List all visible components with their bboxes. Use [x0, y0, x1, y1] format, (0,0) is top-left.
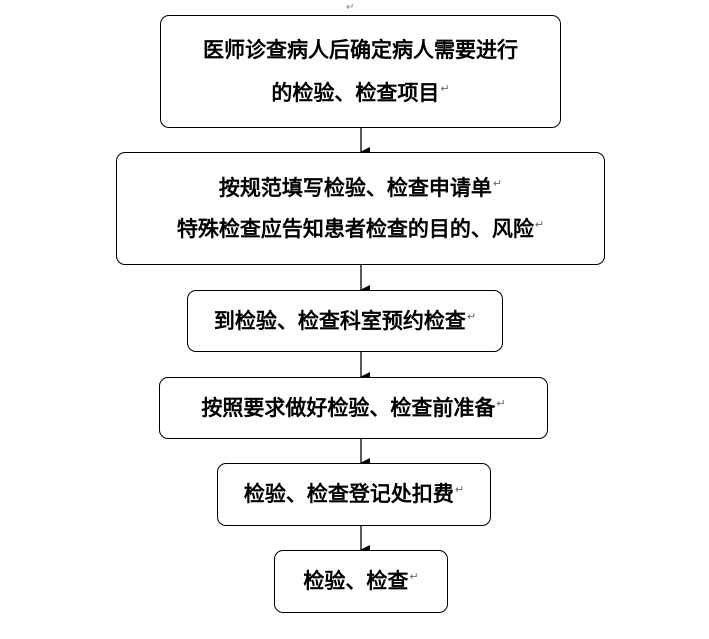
paragraph-mark: ↵ [440, 81, 450, 95]
paragraph-mark: ↵ [409, 570, 419, 583]
flow-step-3: 到检验、检查科室预约检查↵ [187, 290, 503, 352]
flow-step-2-line-1: 按规范填写检验、检查申请单↵ [218, 175, 503, 200]
flow-step-3-line-1: 到检验、检查科室预约检查↵ [213, 308, 477, 333]
flow-step-1-line-1: 医师诊查病人后确定病人需要进行 [203, 37, 518, 62]
flow-step-1: 医师诊查病人后确定病人需要进行 的检验、检查项目↵ [160, 15, 561, 128]
paragraph-mark: ↵ [466, 309, 477, 323]
flow-step-6: 检验、检查↵ [274, 550, 448, 613]
paragraph-mark: ↵ [534, 217, 545, 231]
paragraph-mark: ↵ [492, 176, 503, 190]
flow-step-5-line-1: 检验、检查登记处扣费↵ [243, 482, 465, 506]
flow-step-4: 按照要求做好检验、检查前准备↵ [159, 377, 548, 439]
flow-step-5: 检验、检查登记处扣费↵ [217, 463, 491, 526]
flow-step-2-line-2: 特殊检查应告知患者检查的目的、风险↵ [176, 216, 545, 241]
paragraph-mark-top: ↵ [346, 2, 355, 13]
flow-step-6-line-1: 检验、检查↵ [303, 569, 419, 593]
flow-step-4-line-1: 按照要求做好检验、检查前准备↵ [201, 395, 506, 420]
flow-step-2: 按规范填写检验、检查申请单↵ 特殊检查应告知患者检查的目的、风险↵ [116, 152, 605, 265]
flow-step-1-line-2: 的检验、检查项目↵ [271, 80, 450, 105]
paragraph-mark: ↵ [454, 483, 465, 496]
paragraph-mark: ↵ [496, 396, 506, 410]
